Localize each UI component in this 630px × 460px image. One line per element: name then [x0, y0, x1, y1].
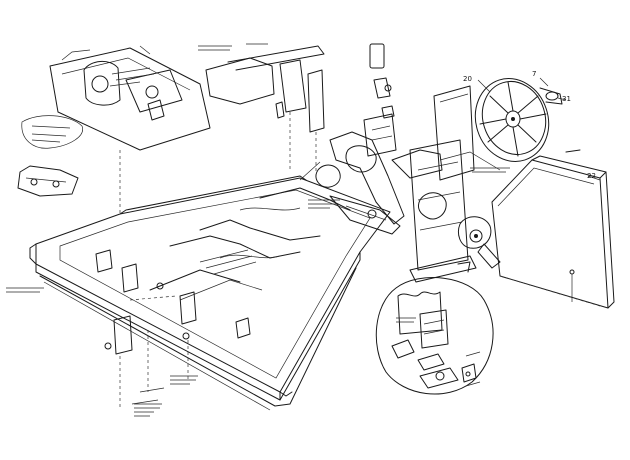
motor-assembly	[49, 45, 211, 151]
pulley-wheel	[474, 78, 563, 162]
illegible-annotations	[6, 43, 510, 417]
callout-31: 31	[562, 95, 571, 103]
saw-head-column	[409, 85, 501, 283]
drive-linkage	[315, 113, 443, 235]
switch-detail	[17, 115, 121, 214]
table-frame	[29, 177, 391, 411]
callout-7: 7	[532, 70, 536, 78]
cross-members	[119, 175, 351, 301]
hardware	[95, 249, 471, 410]
detail-view-circle	[375, 277, 494, 395]
leader-lines	[299, 77, 601, 181]
blade-guide-assembly	[205, 43, 395, 172]
callout-20: 20	[463, 75, 472, 83]
callout-labels: 20 7 31 22	[463, 70, 596, 180]
callout-22: 22	[587, 172, 596, 180]
side-guard	[491, 149, 615, 309]
